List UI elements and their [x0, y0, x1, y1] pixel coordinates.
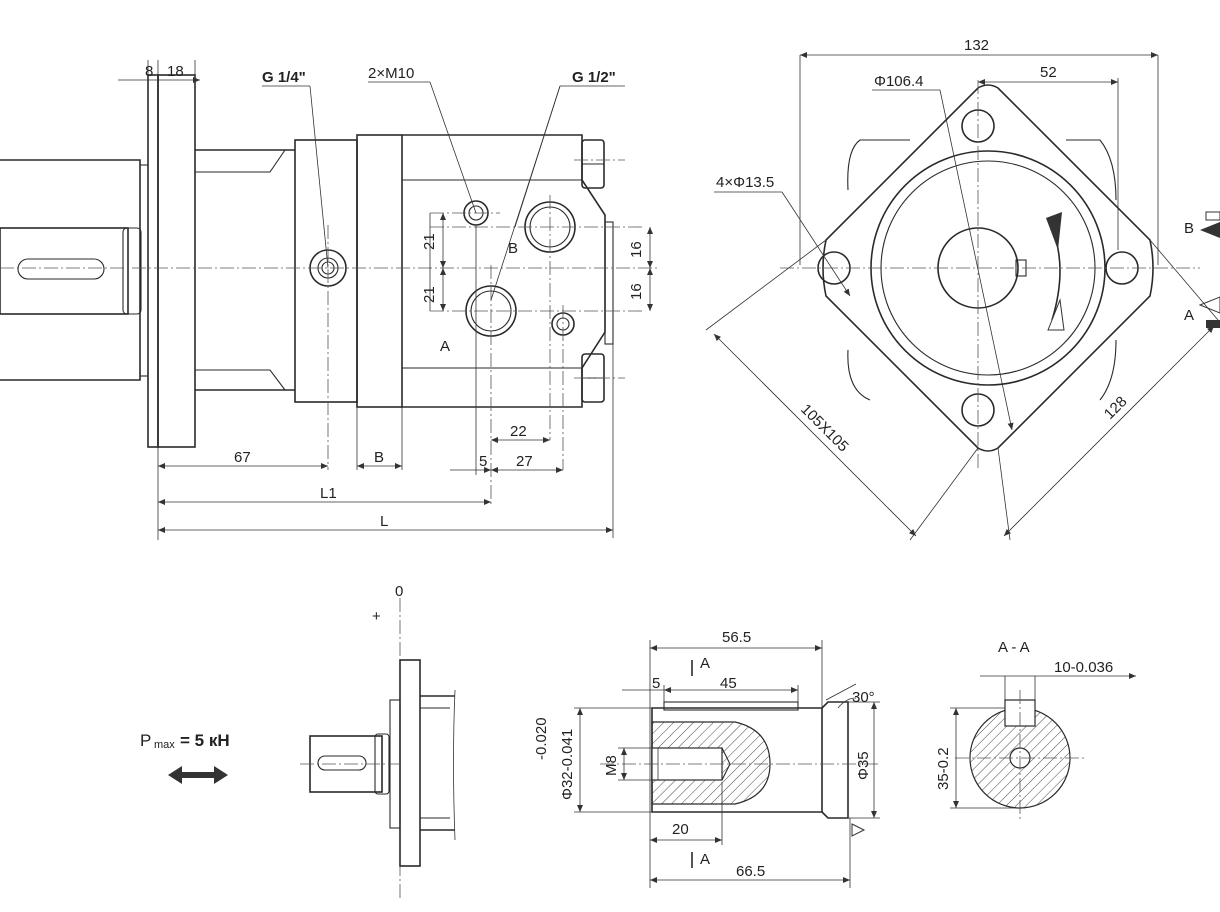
side-view: [0, 74, 660, 505]
section-title: A - A: [998, 639, 1030, 656]
label-plus: +: [372, 608, 381, 625]
label-key-d: 35-0.2: [935, 747, 952, 790]
front-port-a: A: [1184, 307, 1194, 324]
label-g12: G 1/2": [572, 69, 616, 86]
label-port-b: B: [508, 240, 518, 257]
label-pmax-val: = 5 кН: [180, 731, 230, 750]
front-view: [780, 80, 1220, 470]
label-g14: G 1/4": [262, 69, 306, 86]
dim-8: 8: [145, 63, 153, 80]
label-m10: 2×M10: [368, 65, 414, 82]
label-port-a: A: [440, 338, 450, 355]
label-angle: 30°: [852, 689, 875, 706]
label-tol-upper: -0.020: [533, 717, 550, 760]
label-shaft-d: Φ35: [855, 751, 872, 780]
cut-a-bottom: A: [700, 851, 710, 868]
dim-21b: 21: [421, 286, 438, 303]
label-pmax-sub: max: [154, 739, 175, 751]
dim-45: 45: [720, 675, 737, 692]
shaft-detail: 56.5 A 5 45 30° 20 A 66.5 -0.020 Φ32-0.0…: [533, 629, 880, 888]
dim-b: B: [374, 449, 384, 466]
front-view-dimensions: [705, 52, 1219, 541]
side-view-texts: 8 18 G 1/4" 2×M10 G 1/2" 21 21 16 16 B A…: [145, 63, 645, 530]
dim-27: 27: [516, 453, 533, 470]
front-view-texts: 132 52 Φ106.4 4×Φ13.5 105X105 128 B A: [716, 37, 1194, 455]
load-diagram: 0 + P max = 5 кН: [140, 583, 456, 900]
dim-66-5: 66.5: [736, 863, 765, 880]
section-a-a: A - A 10-0.036 35-0.2: [935, 639, 1136, 820]
side-view-dimensions: [118, 60, 653, 540]
dim-5: 5: [479, 453, 487, 470]
dim-l1: L1: [320, 485, 337, 502]
dim-128: 128: [1101, 393, 1131, 423]
label-mount-holes: 4×Φ13.5: [716, 174, 774, 191]
dim-52: 52: [1040, 64, 1057, 81]
dim-square: 105X105: [797, 401, 851, 455]
dim-5-shaft: 5: [652, 675, 660, 692]
dim-22: 22: [510, 423, 527, 440]
dim-21a: 21: [421, 233, 438, 250]
label-key: 10-0.036: [1054, 659, 1113, 676]
dim-l: L: [380, 513, 388, 530]
dim-16b: 16: [628, 283, 645, 300]
label-thread: M8: [603, 755, 620, 776]
label-zero: 0: [395, 583, 403, 600]
front-port-b: B: [1184, 220, 1194, 237]
label-pmax-p: P: [140, 731, 151, 750]
cut-a-top: A: [700, 655, 710, 672]
dim-132: 132: [964, 37, 989, 54]
dim-56-5: 56.5: [722, 629, 751, 646]
dim-67: 67: [234, 449, 251, 466]
dim-16a: 16: [628, 241, 645, 258]
label-tol-shaft: Φ32-0.041: [559, 729, 576, 800]
dim-20: 20: [672, 821, 689, 838]
label-bolt-circle: Φ106.4: [874, 73, 924, 90]
dim-18: 18: [167, 63, 184, 80]
